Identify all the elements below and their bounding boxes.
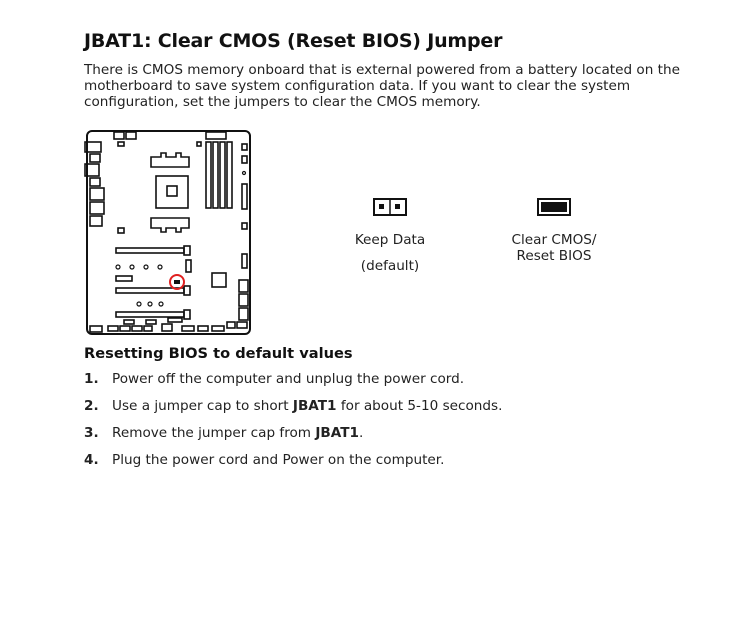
step-number: 1. [84, 371, 99, 387]
step-number: 4. [84, 452, 99, 468]
list-item: 4. Plug the power cord and Power on the … [84, 452, 502, 479]
section-subtitle: Resetting BIOS to default values [84, 345, 353, 362]
steps-list: 1. Power off the computer and unplug the… [84, 371, 502, 479]
keep-data-default-label: (default) [360, 258, 420, 274]
step-text: Use a jumper cap to short JBAT1 for abou… [112, 398, 503, 414]
clear-cmos-label-line1: Clear CMOS/ [511, 232, 597, 248]
clear-cmos-jumper: Clear CMOS/ Reset BIOS [490, 198, 618, 264]
step-text: Plug the power cord and Power on the com… [112, 452, 445, 468]
step-number: 3. [84, 425, 99, 441]
step-text: Remove the jumper cap from JBAT1. [112, 425, 364, 441]
page-title: JBAT1: Clear CMOS (Reset BIOS) Jumper [84, 30, 503, 52]
list-item: 1. Power off the computer and unplug the… [84, 371, 502, 398]
step-text: Power off the computer and unplug the po… [112, 371, 465, 387]
step-number: 2. [84, 398, 99, 414]
list-item: 2. Use a jumper cap to short JBAT1 for a… [84, 398, 502, 425]
list-item: 3. Remove the jumper cap from JBAT1. [84, 425, 502, 452]
clear-cmos-label-line2: Reset BIOS [516, 248, 592, 264]
jumper-closed-icon [537, 198, 571, 216]
intro-paragraph: There is CMOS memory onboard that is ext… [84, 62, 680, 110]
motherboard-diagram-icon [84, 130, 251, 335]
keep-data-jumper: Keep Data (default) [340, 198, 440, 274]
keep-data-label: Keep Data [354, 232, 426, 248]
jumper-open-icon [373, 198, 407, 216]
